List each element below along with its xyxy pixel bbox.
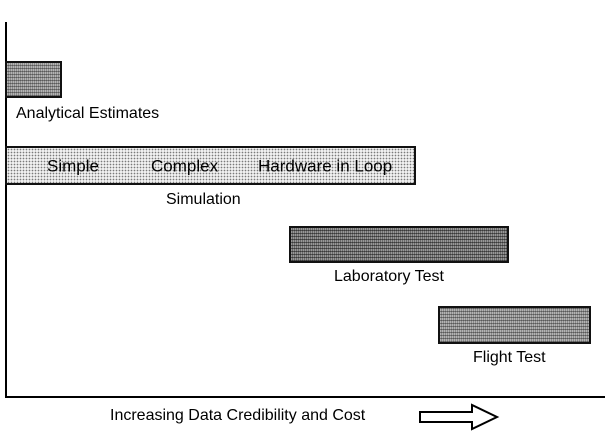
right-arrow-icon (419, 403, 500, 431)
analytical-estimates-label: Analytical Estimates (16, 105, 160, 122)
simulation-bar: Simple Complex Hardware in Loop (5, 146, 416, 185)
simulation-segment-hardware-in-loop: Hardware in Loop (258, 156, 393, 175)
laboratory-test-label: Laboratory Test (334, 268, 444, 285)
simulation-segment-simple: Simple (47, 156, 99, 175)
axis-caption: Increasing Data Credibility and Cost (110, 407, 366, 424)
simulation-label: Simulation (166, 191, 241, 208)
analytical-estimates-bar (5, 61, 62, 98)
laboratory-test-bar (289, 226, 509, 263)
flight-test-bar (438, 306, 591, 344)
flight-test-label: Flight Test (473, 349, 546, 366)
x-axis-line (5, 396, 605, 398)
y-axis-line (5, 22, 7, 398)
simulation-segment-complex: Complex (151, 156, 219, 175)
